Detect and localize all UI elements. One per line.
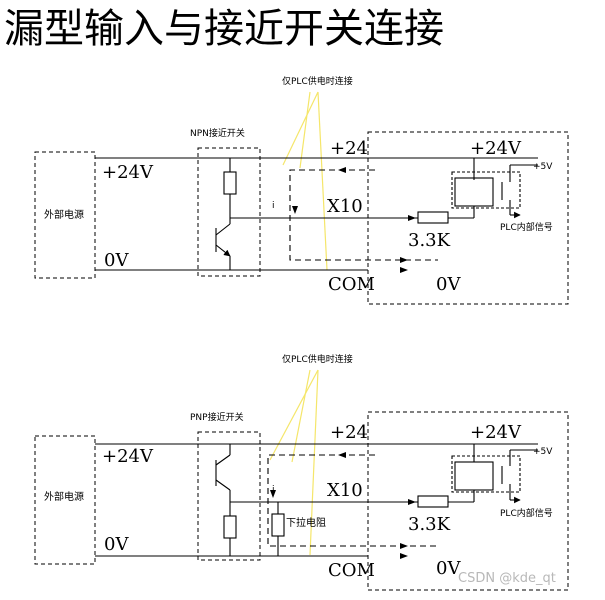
plc-signal-label: PLC内部信号: [500, 221, 553, 233]
plc-plus24v: +24V: [470, 422, 522, 443]
supply-neg: 0V: [104, 534, 129, 555]
npn-diagram: 仅PLC供电时连接 外部电源 NPN接近开关: [34, 75, 569, 305]
resistor-label: 3.3K: [408, 230, 451, 251]
plus5v-label: +5V: [533, 447, 553, 457]
current-path: [267, 454, 438, 547]
annotation-lines: [282, 91, 328, 271]
optocoupler: [451, 455, 521, 493]
plus5v-label: +5V: [533, 162, 553, 172]
plc-plus24: +24: [330, 138, 368, 159]
external-supply-box: [34, 151, 96, 279]
external-supply-label: 外部电源: [44, 490, 84, 503]
plc-signal-label: PLC内部信号: [500, 507, 553, 519]
pulldown-resistor: [271, 513, 285, 537]
watermark: CSDN @kde_qt: [458, 571, 556, 586]
pnp-switch-box: [197, 431, 261, 561]
current-label: i: [272, 201, 275, 211]
annotation-lines: [269, 369, 319, 556]
com-label: COM: [328, 560, 375, 581]
pnp-diagram: 仅PLC供电时连接 外部电源 PNP接近开关: [34, 353, 569, 591]
annotation-label: 仅PLC供电时连接: [282, 75, 353, 87]
plc-plus24v: +24V: [470, 138, 522, 159]
plc-box: [367, 411, 569, 591]
current-label: i: [272, 485, 275, 495]
supply-neg: 0V: [104, 250, 129, 271]
switch-label: NPN接近开关: [190, 127, 245, 139]
plc-zero-v: 0V: [436, 274, 461, 295]
com-label: COM: [328, 274, 375, 295]
supply-pos: +24V: [102, 446, 154, 467]
input-resistor: [417, 211, 449, 224]
plc-zero-v: 0V: [436, 558, 461, 579]
external-supply-label: 外部电源: [44, 208, 84, 221]
annotation-label: 仅PLC供电时连接: [282, 353, 353, 365]
external-supply-box: [34, 435, 96, 565]
switch-resistor: [223, 515, 237, 539]
switch-resistor: [223, 171, 237, 195]
optocoupler: [451, 171, 521, 209]
page-title: 漏型输入与接近开关连接: [4, 6, 444, 52]
supply-pos: +24V: [102, 162, 154, 183]
resistor-label: 3.3K: [408, 514, 451, 535]
current-path: [289, 169, 438, 261]
input-label: X10: [327, 480, 363, 501]
switch-label: PNP接近开关: [190, 411, 244, 423]
npn-switch-box: [197, 147, 261, 277]
plc-plus24: +24: [330, 422, 368, 443]
input-resistor: [417, 495, 449, 508]
pulldown-label: 下拉电阻: [286, 516, 326, 529]
input-label: X10: [327, 196, 363, 217]
